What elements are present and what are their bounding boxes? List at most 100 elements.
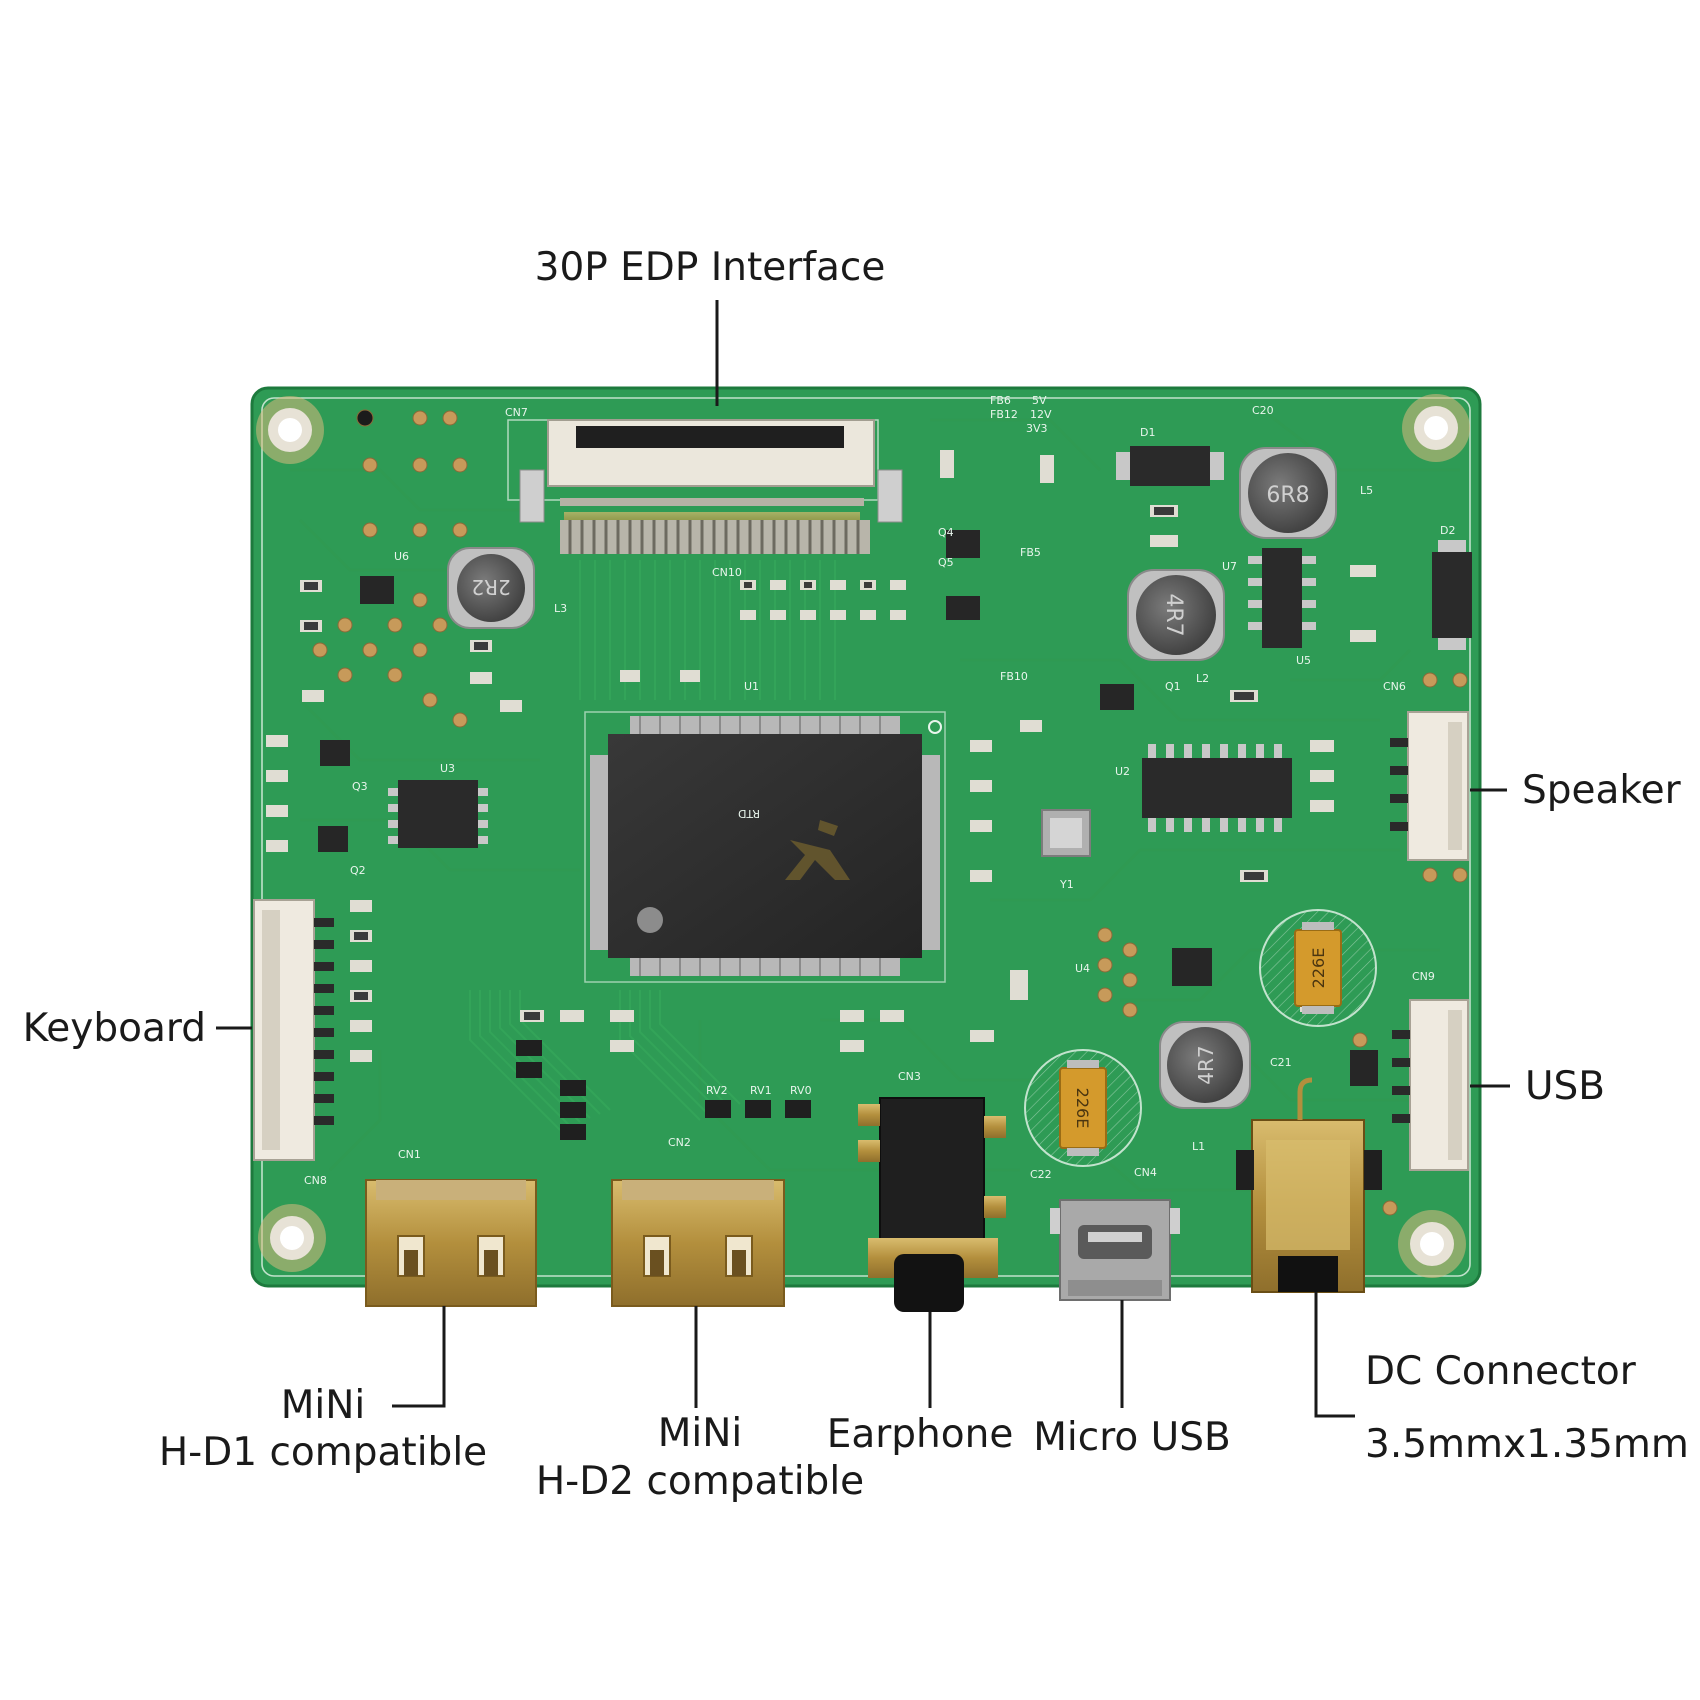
inductor-4r7-bottom-mark: 4R7 — [1194, 1045, 1218, 1084]
silk-d1: D1 — [1140, 426, 1155, 439]
silk-u4: U4 — [1075, 962, 1090, 975]
silk-fb12: FB12 — [990, 408, 1018, 421]
silk-cn6: CN6 — [1383, 680, 1406, 693]
tantalum-cap-top-mark: 226E — [1309, 948, 1328, 989]
label-keyboard: Keyboard — [23, 1006, 206, 1051]
inductor-6r8: 6R8 — [1239, 447, 1337, 539]
mounting-hole-top-right — [1402, 394, 1470, 462]
chip-logo-mark — [785, 820, 850, 880]
cn10-pin-row — [560, 520, 870, 554]
silk-u7: U7 — [1222, 560, 1237, 573]
silk-cn1: CN1 — [398, 1148, 421, 1161]
silk-5v: 5V — [1032, 394, 1047, 407]
silk-l2: L2 — [1196, 672, 1209, 685]
inductor-2r2-mark: 2R2 — [471, 575, 510, 599]
silk-u2: U2 — [1115, 765, 1130, 778]
label-earphone: Earphone — [827, 1412, 1014, 1457]
silk-q4: Q4 — [938, 526, 954, 539]
via-grid-bottom-right — [1097, 672, 1468, 1216]
silkscreen-labels: CN7 CN10 CN6 CN9 CN8 CN1 CN2 CN3 CN4 U1 … — [304, 394, 1455, 1187]
silk-q1: Q1 — [1165, 680, 1181, 693]
label-mini-hdmi-1-line2: H-D1 compatible — [159, 1430, 487, 1475]
mini-hdmi-2-port — [611, 1179, 785, 1307]
ic-u3 — [388, 780, 488, 848]
silk-c21: C21 — [1270, 1056, 1292, 1069]
silk-c22: C22 — [1030, 1168, 1052, 1181]
label-usb: USB — [1525, 1064, 1605, 1109]
inductor-4r7-bottom: 4R7 — [1159, 1021, 1251, 1109]
diode-d1 — [1116, 446, 1224, 486]
silk-rv2: RV2 — [706, 1084, 728, 1097]
speaker-connector-cn6 — [1390, 711, 1469, 861]
resistor-arrays — [516, 1040, 811, 1140]
silk-fb5: FB5 — [1020, 546, 1041, 559]
inductor-4r7-top-mark: 4R7 — [1161, 593, 1186, 636]
inductor-6r8-mark: 6R8 — [1266, 483, 1309, 508]
silk-u3: U3 — [440, 762, 455, 775]
label-speaker: Speaker — [1522, 768, 1682, 813]
silk-fb6: FB6 — [990, 394, 1011, 407]
smd-field — [266, 450, 1376, 1062]
label-micro-usb: Micro USB — [1033, 1415, 1230, 1460]
mini-hdmi-1-port — [365, 1179, 537, 1307]
tantalum-cap-bottom-mark: 226E — [1073, 1088, 1092, 1129]
chip-marking: RTD — [738, 807, 760, 820]
silk-cn8: CN8 — [304, 1174, 327, 1187]
keyboard-connector-cn8 — [253, 899, 334, 1161]
silk-cn10: CN10 — [712, 566, 742, 579]
bus-traces — [469, 560, 836, 1131]
silk-c20: C20 — [1252, 404, 1274, 417]
mounting-hole-bottom-left — [258, 1204, 326, 1272]
silk-q3: Q3 — [352, 780, 368, 793]
silk-12v: 12V — [1030, 408, 1052, 421]
silk-l1: L1 — [1192, 1140, 1205, 1153]
silk-q2: Q2 — [350, 864, 366, 877]
tantalum-cap-top: 226E — [1259, 909, 1377, 1027]
label-dc-size: 3.5mmx1.35mm — [1365, 1422, 1689, 1467]
label-dc-connector: DC Connector — [1365, 1349, 1637, 1394]
silk-cn7: CN7 — [505, 406, 528, 419]
label-mini-hdmi-1-line1: MiNi — [281, 1383, 366, 1428]
silk-u5: U5 — [1296, 654, 1311, 667]
silk-u1: U1 — [744, 680, 759, 693]
silk-rv0: RV0 — [790, 1084, 812, 1097]
mounting-hole-bottom-right — [1398, 1210, 1466, 1278]
inductor-2r2: 2R2 — [447, 547, 535, 629]
silk-l3: L3 — [554, 602, 567, 615]
usb-connector-cn9 — [1392, 999, 1469, 1171]
dc-connector-leader-line — [1314, 1292, 1355, 1418]
silk-u6: U6 — [394, 550, 409, 563]
silk-d2: D2 — [1440, 524, 1455, 537]
silk-y1: Y1 — [1059, 878, 1074, 891]
earphone-jack-cn3 — [858, 1097, 1006, 1312]
crystal-y1 — [1041, 809, 1091, 857]
silk-3v3: 3V3 — [1026, 422, 1048, 435]
label-mini-hdmi-2-line1: MiNi — [658, 1411, 743, 1456]
silk-fb10: FB10 — [1000, 670, 1028, 683]
dc-power-jack — [1236, 1077, 1382, 1293]
ic-u2 — [1142, 744, 1292, 832]
inductor-4r7-top: 4R7 — [1127, 569, 1225, 661]
edp-connector — [507, 419, 903, 534]
ic-u7 — [1248, 548, 1316, 648]
tantalum-cap-bottom: 226E — [1024, 1049, 1142, 1167]
silk-l5: L5 — [1360, 484, 1373, 497]
silk-cn4: CN4 — [1134, 1166, 1157, 1179]
mounting-hole-top-left — [256, 396, 324, 464]
mini-hdmi-1-leader-line — [392, 1306, 446, 1408]
diode-d2 — [1432, 540, 1472, 650]
micro-usb-port-cn4 — [1050, 1199, 1180, 1301]
silk-q5: Q5 — [938, 556, 954, 569]
silk-cn3: CN3 — [898, 1070, 921, 1083]
silk-rv1: RV1 — [750, 1084, 772, 1097]
label-edp-interface: 30P EDP Interface — [535, 245, 886, 290]
silk-cn2: CN2 — [668, 1136, 691, 1149]
main-chip-u1: RTD — [584, 711, 946, 983]
silk-cn9: CN9 — [1412, 970, 1435, 983]
transistors — [318, 530, 1378, 1086]
pcb-board: RTD 2R2 6R8 4R7 4R7 — [250, 386, 1482, 1312]
label-mini-hdmi-2-line2: H-D2 compatible — [536, 1459, 864, 1504]
callouts: 30P EDP Interface Speaker Keyboard USB M… — [23, 245, 1689, 1504]
via-grid-top-left — [312, 409, 468, 728]
